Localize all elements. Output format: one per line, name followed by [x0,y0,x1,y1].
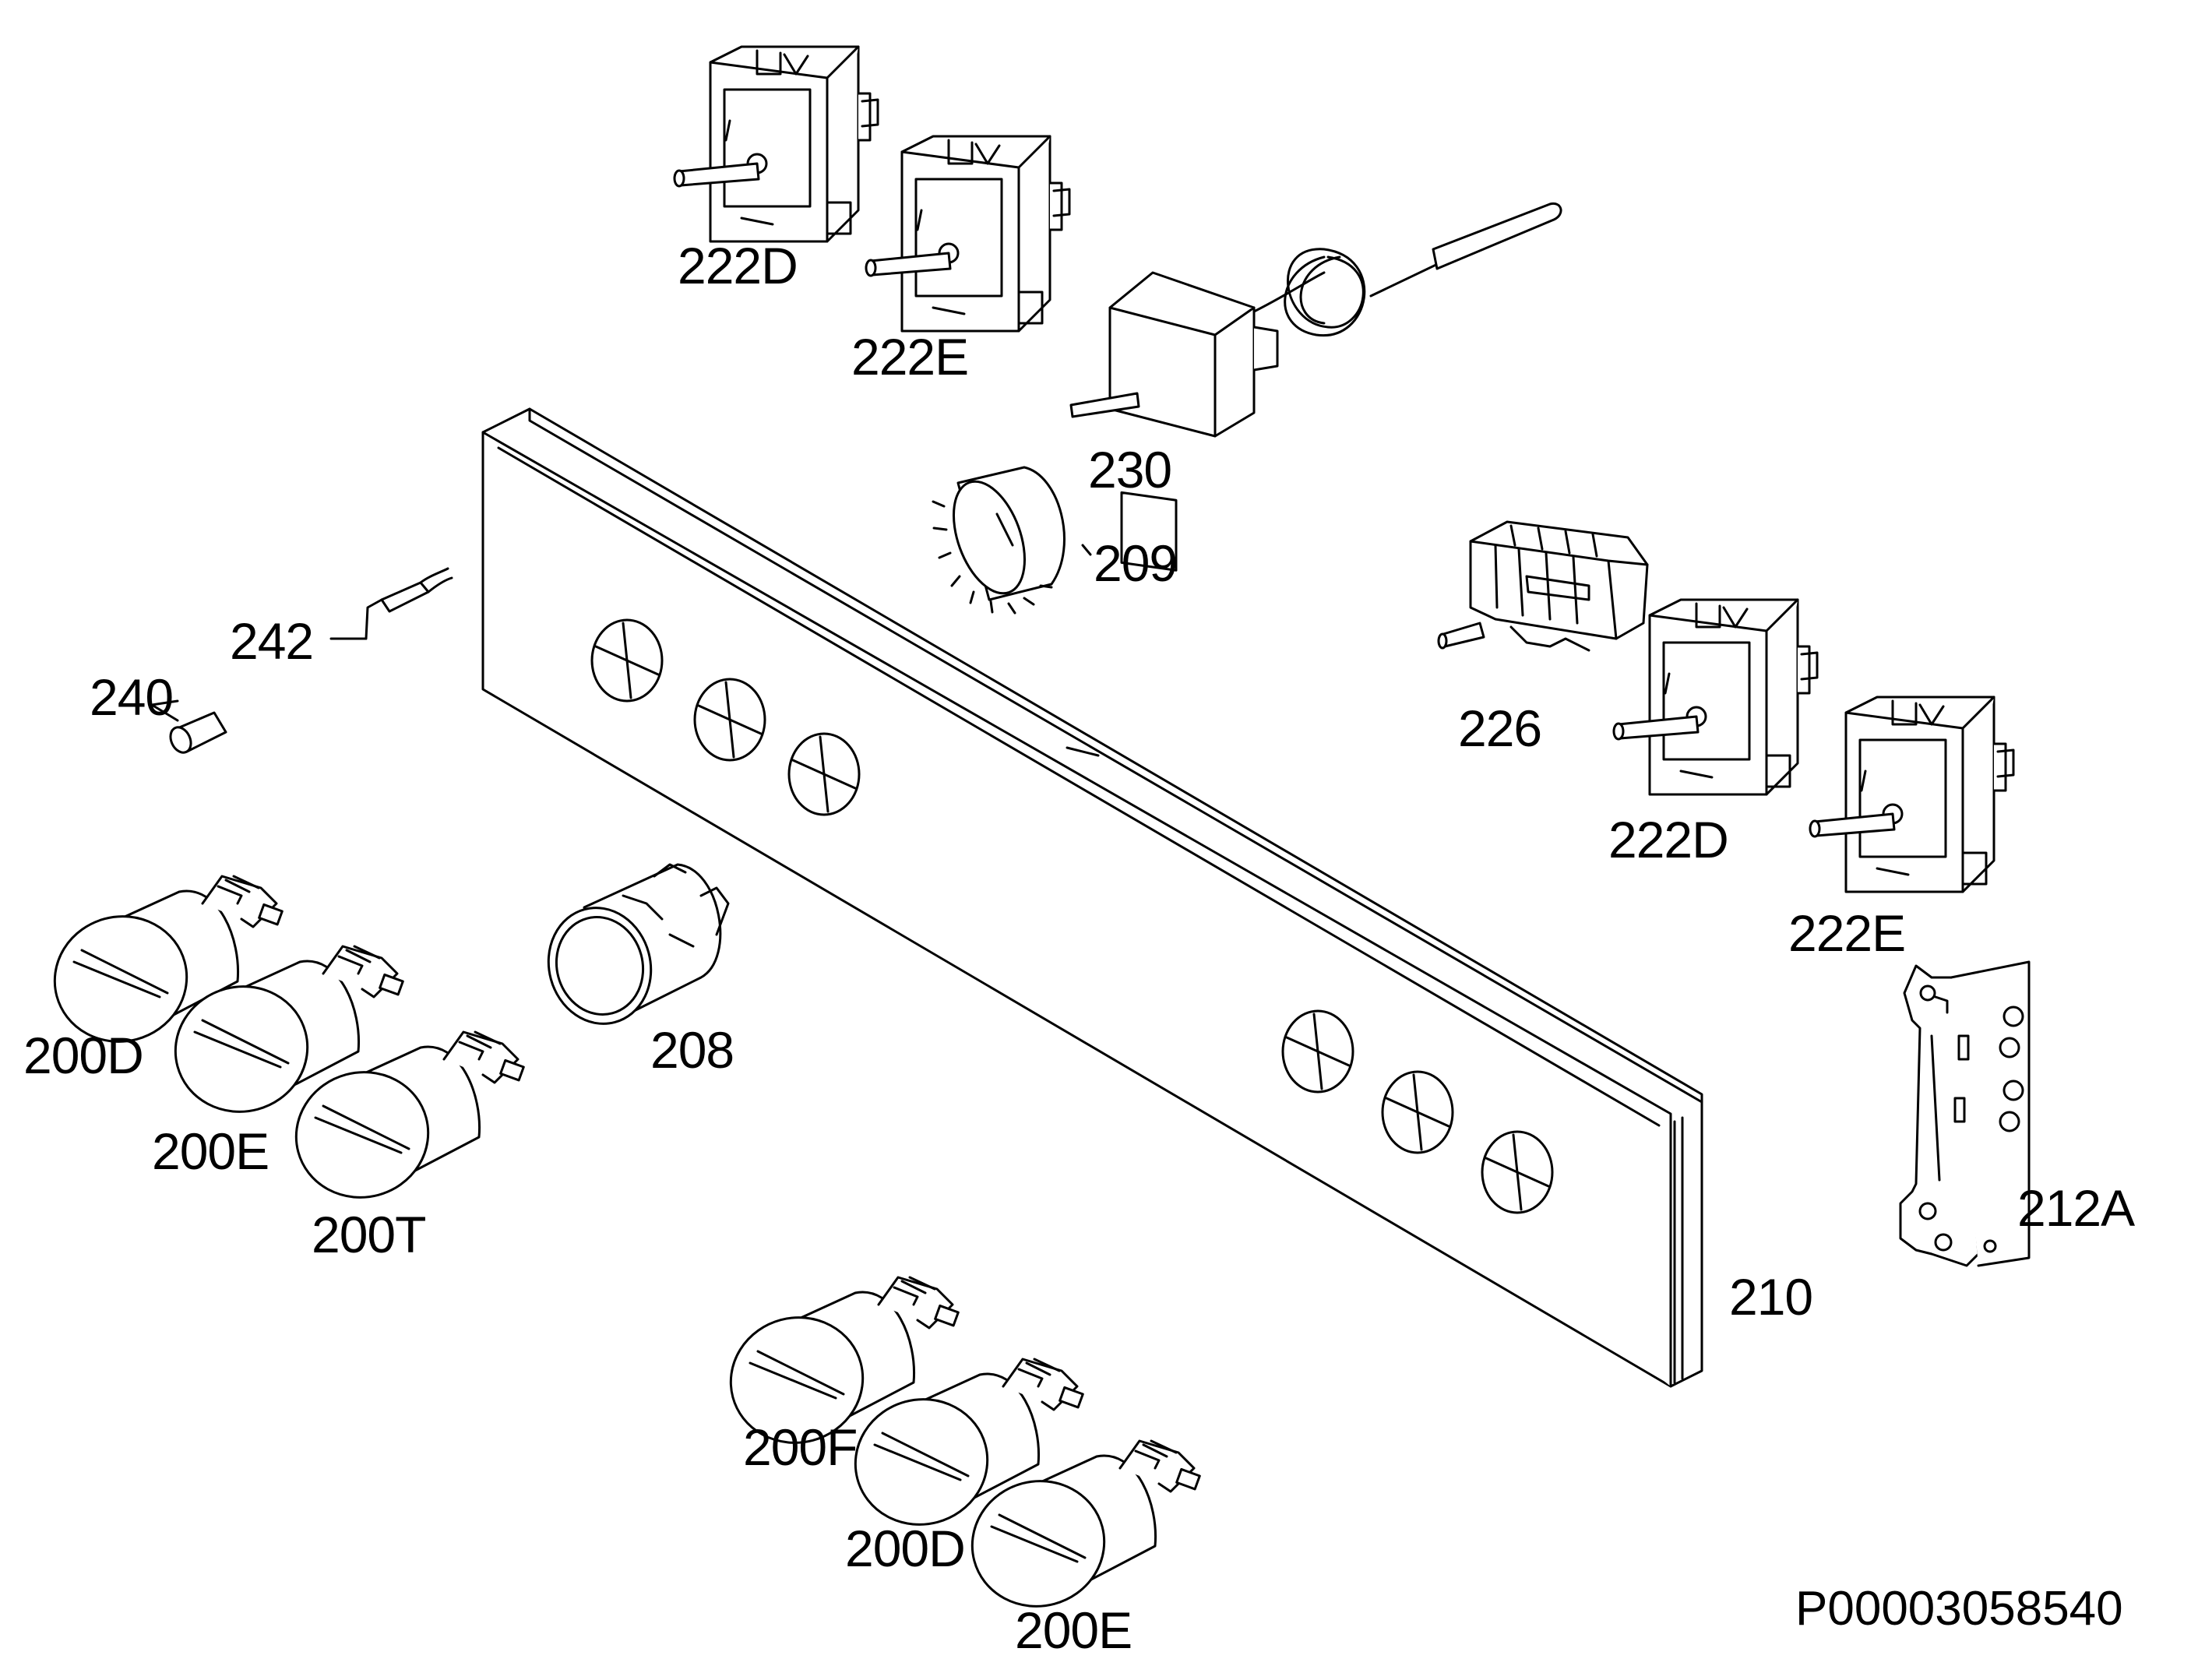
indicator-lamp-240 [152,705,226,755]
part-label: 240 [90,668,174,726]
leader-lines [152,545,1090,705]
indicator-wire-242 [350,569,452,639]
part-label: 242 [230,612,314,670]
control-panel-210 [483,409,1702,1386]
panel-hole-6 [1482,1132,1552,1213]
part-label: 222D [1608,811,1729,868]
part-label: 200E [152,1122,269,1180]
panel-hole-2 [695,679,765,760]
energy-regulator-222e-top [865,135,1071,333]
part-label: 200D [23,1027,144,1084]
part-label: 208 [650,1021,734,1079]
part-label: 209 [1094,534,1178,592]
part-label: 200D [845,1520,966,1577]
part-label: 200T [312,1206,426,1263]
energy-regulator-222d-right [1612,598,1819,796]
part-label: 226 [1458,699,1542,757]
part-label: 222E [1788,904,1906,962]
part-label: 230 [1088,441,1172,498]
panel-hole-3 [789,734,859,815]
panel-hole-4 [1283,1011,1353,1092]
selector-switch-226 [1439,522,1647,650]
part-label: 222E [851,328,969,386]
energy-regulator-222d-top [673,45,879,243]
part-label: 222D [678,237,798,294]
mounting-bracket-212a [1900,962,2029,1266]
bezel-ring-209 [933,467,1064,613]
part-label: 200E [1015,1601,1132,1659]
lamp-holder-208 [536,865,728,1035]
energy-regulator-222e-right [1809,696,2015,893]
part-label: 212A [2017,1179,2135,1237]
part-label: 210 [1729,1268,1813,1326]
panel-hole-5 [1383,1072,1453,1153]
drawing-code: P00003058540 [1795,1582,2123,1636]
thermostat-230 [1071,203,1561,570]
panel-hole-1 [592,620,662,701]
part-label: 200F [743,1418,858,1476]
